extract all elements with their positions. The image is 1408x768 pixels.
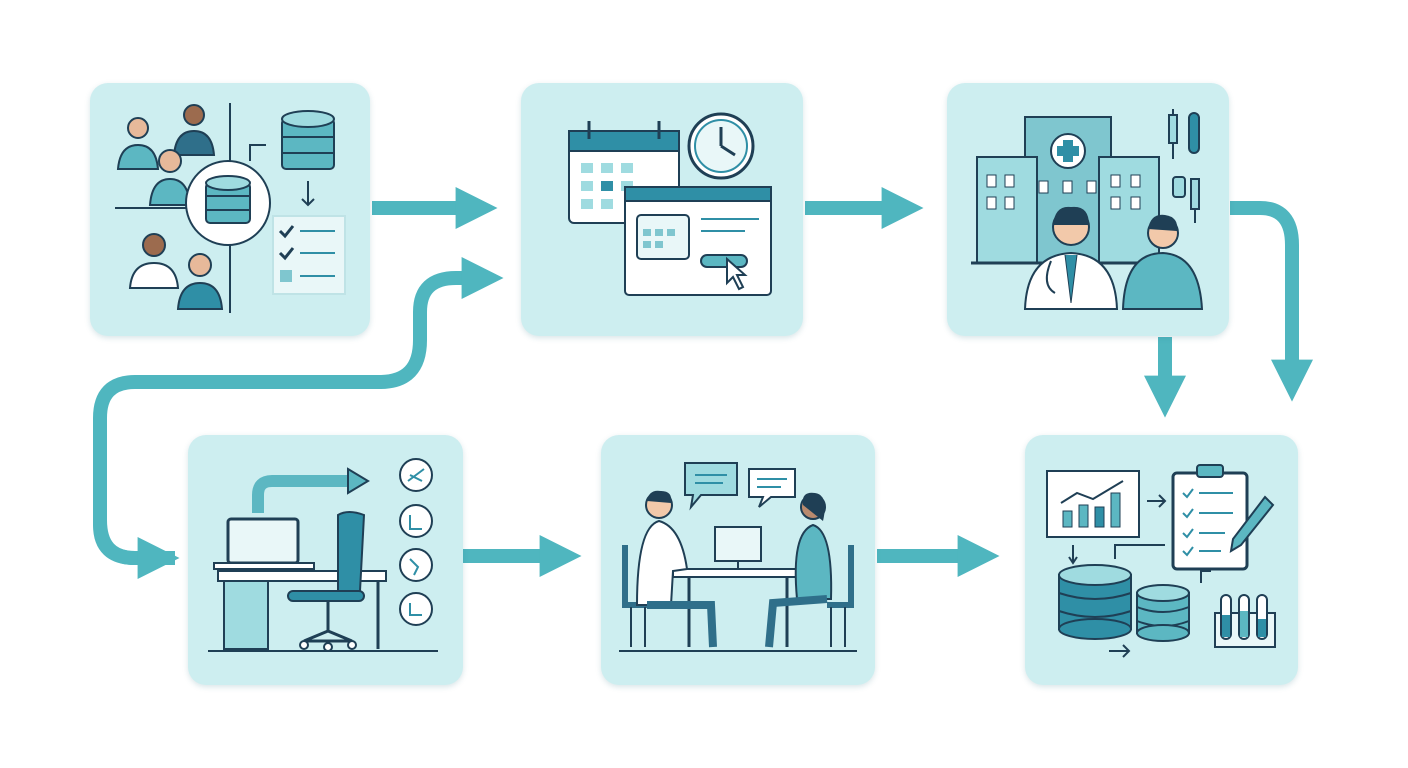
appointment-scheduling-icon: [568, 112, 772, 296]
patient-database-icon: [115, 103, 346, 313]
ergonomic-workstation-icon: [208, 458, 438, 652]
arrow-loop-into-4: [93, 519, 180, 579]
step-panel-1: [90, 83, 370, 336]
step-panel-4: [188, 435, 463, 685]
arrow-3-to-6-right: [1230, 201, 1313, 402]
step-panel-5: [601, 435, 875, 685]
data-analysis-icon: [1046, 464, 1276, 658]
step-panel-3: [947, 83, 1229, 336]
step-panel-6: [1025, 435, 1298, 685]
consultation-icon: [619, 462, 857, 652]
hospital-clinic-icon: [971, 109, 1204, 310]
step-panel-2: [521, 83, 803, 336]
